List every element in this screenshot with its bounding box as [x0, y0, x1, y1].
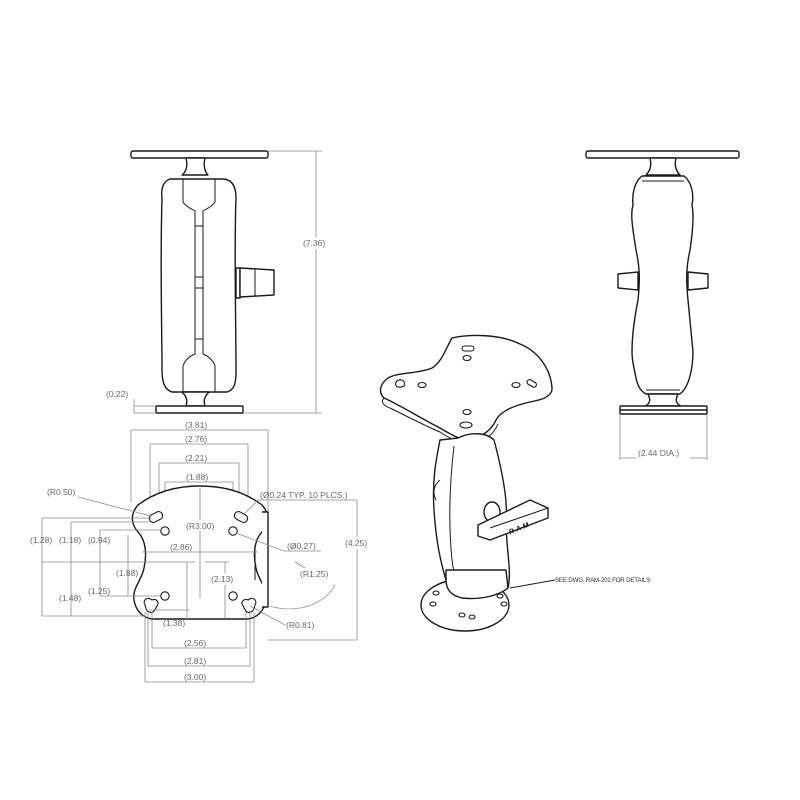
dim-overall-height: (7.36) — [303, 238, 325, 248]
dim-w-281: (2.81) — [184, 656, 206, 666]
slot-top-right — [233, 511, 249, 523]
dim-h-148: (1.48) — [59, 593, 81, 603]
iso-slot — [461, 345, 475, 352]
dim-r125: (R1.25) — [300, 569, 329, 579]
knob-left — [617, 271, 639, 291]
dim-h-128: (1.28) — [30, 535, 52, 545]
dim-width-221: (2.21) — [185, 453, 207, 463]
dim-slot-radius: (R0.50) — [47, 487, 76, 497]
dim-base-diameter: (2.44 DIA.) — [638, 448, 679, 458]
slot-top-left — [148, 511, 164, 523]
dim-overall-height: (4.25) — [345, 538, 367, 548]
dim-width-outer: (3.81) — [185, 420, 207, 430]
dim-h-125: (1.25) — [88, 586, 110, 596]
arm-body — [631, 175, 694, 395]
top-plate — [585, 150, 740, 159]
callout-see-dwg: SEE DWG. RAM-202 FOR DETAILS — [555, 577, 650, 584]
dim-w-256: (2.56) — [184, 638, 206, 648]
dim-h-118: (1.18) — [59, 535, 81, 545]
dim-h-213: (2.13) — [211, 574, 233, 584]
knob-right — [687, 271, 709, 291]
plate-view: (3.81) (2.76) (2.21) (1.88) (R0.50) — [30, 420, 372, 683]
dim-base-thickness: (0.22) — [106, 389, 128, 399]
iso-arm-lower — [445, 569, 509, 600]
dim-width-188: (1.88) — [186, 472, 208, 482]
hole-upper-left — [160, 526, 170, 536]
plate-edge — [262, 511, 269, 608]
keyhole-lower-left — [143, 597, 159, 614]
top-ball-neck — [181, 157, 209, 176]
dim-arc-radius: (R3.00) — [186, 521, 215, 531]
top-ball-neck — [645, 157, 681, 176]
dim-hole-dia-027: (Ø0.27) — [287, 541, 316, 551]
iso-view: R-A-M SEE DWG. RAM-202 FOR DETAILS — [379, 334, 650, 632]
keyhole-lower-right — [241, 597, 257, 614]
r125-arc — [269, 584, 336, 610]
side-view: (7.36) (0.22) — [106, 150, 330, 414]
dim-h-188: (1.88) — [116, 568, 138, 578]
socket-right — [202, 179, 216, 392]
base-plate — [155, 405, 244, 414]
end-view: (2.44 DIA.) — [585, 150, 740, 460]
dim-r081: (R0.81) — [286, 620, 315, 630]
dim-hole-dia-typ: (Ø0.24 TYP. 10 PLCS.) — [260, 490, 348, 500]
dim-w-138: (1.38) — [163, 618, 185, 628]
arm-body — [160, 178, 237, 393]
dim-width-276: (2.76) — [185, 434, 207, 444]
hole-lower-left — [160, 591, 170, 601]
dim-waist-width: (2.86) — [170, 542, 192, 552]
top-plate — [130, 150, 269, 159]
knob-handle — [239, 267, 275, 298]
dim-h-094: (0.94) — [88, 535, 110, 545]
hole-lower-right — [228, 591, 238, 601]
dim-w-300: (3.00) — [184, 672, 206, 682]
bottom-ball-neck — [181, 391, 210, 407]
socket-left — [182, 179, 196, 392]
bottom-ball-neck — [644, 393, 682, 407]
hole-upper-right — [228, 526, 238, 536]
